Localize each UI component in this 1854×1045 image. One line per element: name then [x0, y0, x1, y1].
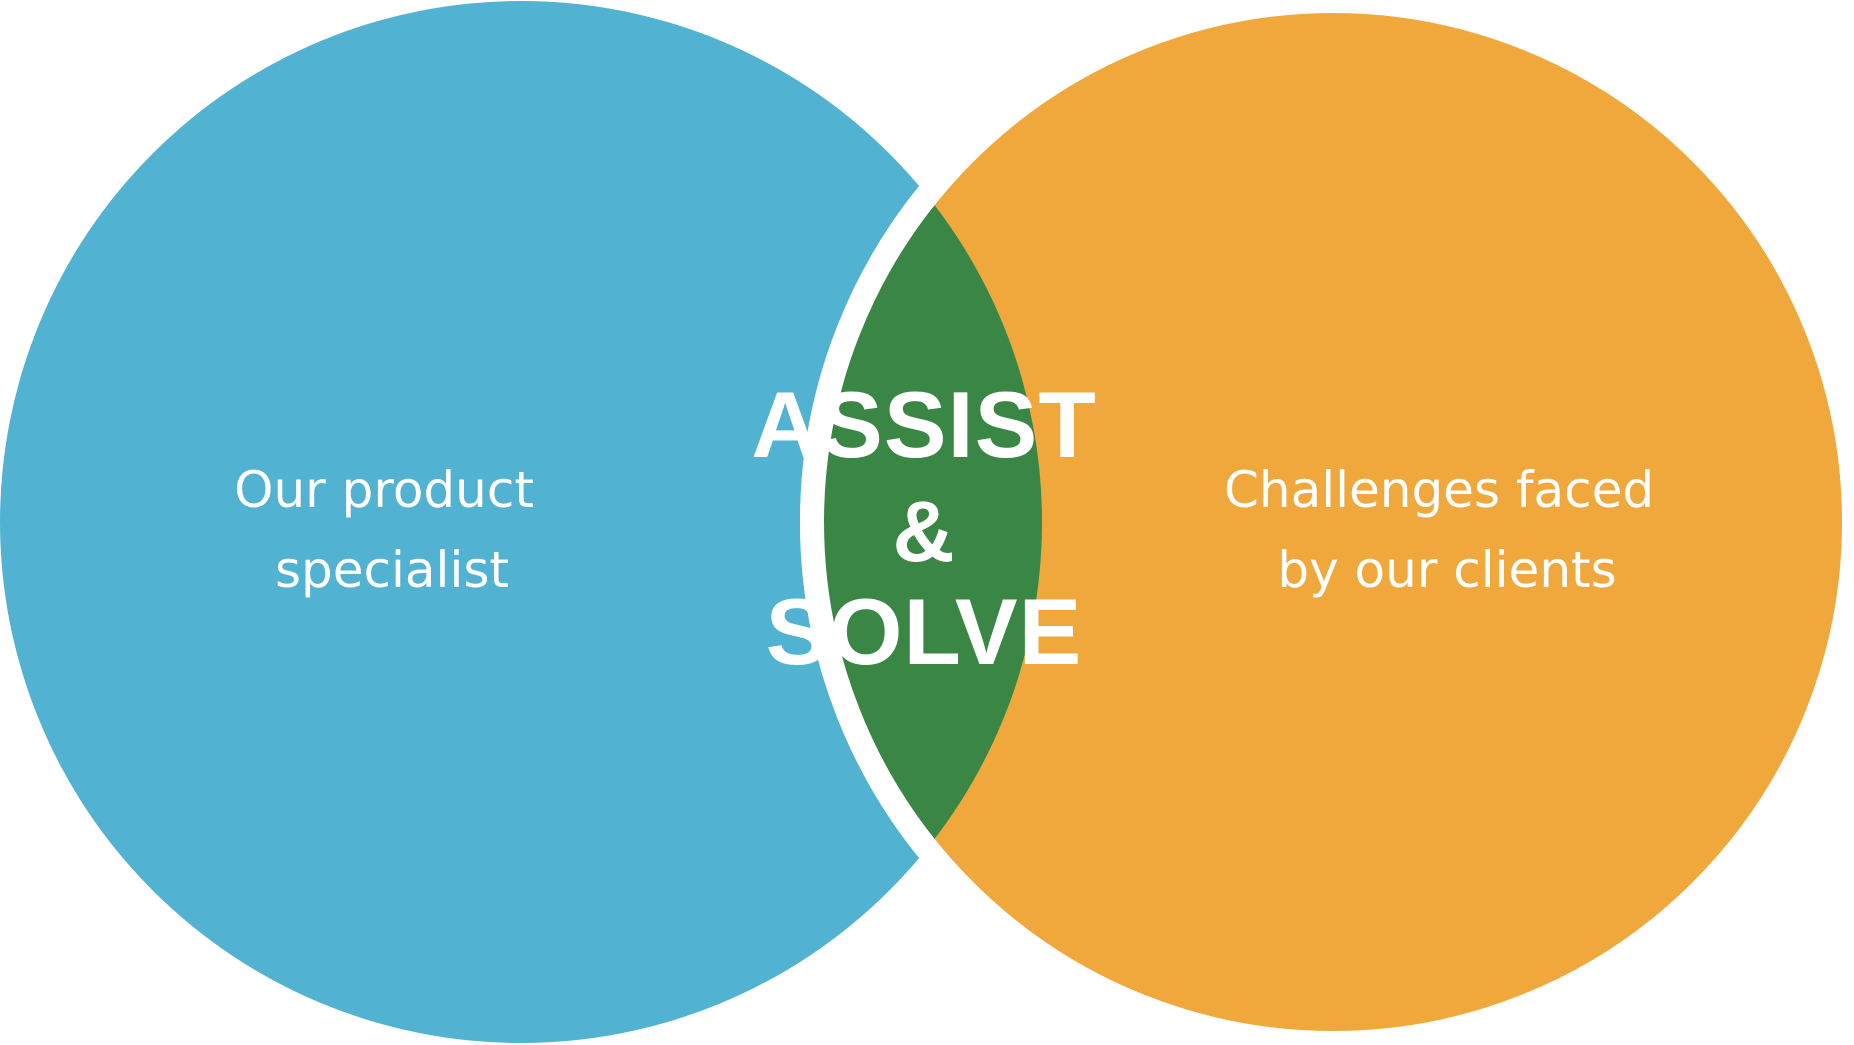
right-circle-label: Challenges faced by our clients	[1224, 461, 1670, 599]
left-circle	[0, 1, 1042, 1043]
overlap-label-line-3: SOLVE	[766, 579, 1083, 684]
right-circle-label-line-2: by our clients	[1277, 541, 1616, 599]
overlap-label-line-1: ASSIST	[751, 372, 1097, 477]
overlap-label: ASSIST & SOLVE	[751, 372, 1097, 684]
overlap-label-line-2: &	[892, 484, 955, 580]
left-circle-label-line-1: Our product	[234, 461, 534, 519]
left-circle-label-line-2: specialist	[275, 541, 509, 599]
left-circle-label: Our product specialist	[234, 461, 550, 599]
right-circle-label-line-1: Challenges faced	[1224, 461, 1654, 519]
overlap-lens	[800, 1, 1042, 1043]
